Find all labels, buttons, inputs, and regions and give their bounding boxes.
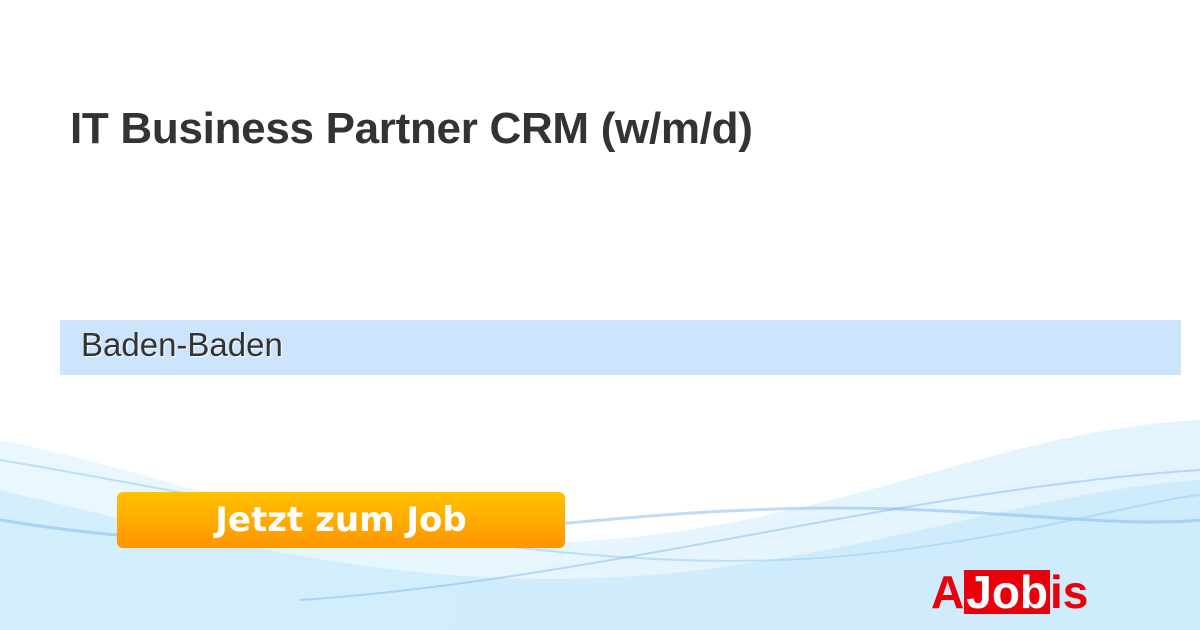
ajobis-logo[interactable]: A Job is: [931, 566, 1089, 618]
job-title: IT Business Partner CRM (w/m/d): [70, 104, 753, 153]
apply-button[interactable]: Jetzt zum Job: [117, 492, 565, 548]
logo-boxed: Job: [964, 566, 1051, 618]
logo-suffix: is: [1050, 566, 1089, 618]
location-bar: Baden-Baden: [60, 320, 1181, 375]
job-location: Baden-Baden: [81, 326, 283, 363]
logo-prefix: A: [931, 566, 965, 618]
